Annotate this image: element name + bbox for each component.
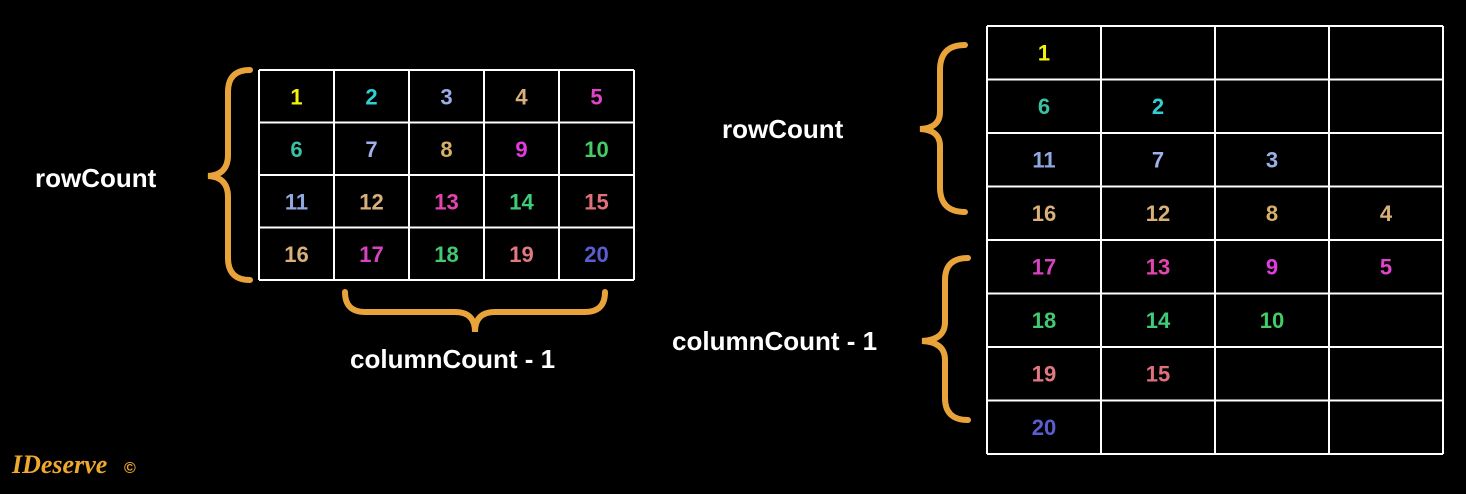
right-cell-number: 2 [1152,94,1164,119]
left-matrix-grid [258,69,635,281]
right-cell-number: 15 [1146,362,1170,387]
right-cell-number: 13 [1146,255,1170,280]
right-cell-number: 4 [1380,201,1393,226]
logo-text: IDeserve [11,450,107,479]
right-cell-number: 6 [1038,94,1050,119]
left-row-label: rowCount [35,163,157,193]
right-cell-number: 1 [1038,41,1050,66]
left-cell-number: 1 [290,85,302,110]
left-cell-number: 10 [584,137,608,162]
right-cell-number: 7 [1152,148,1164,173]
right-cell-number: 3 [1266,148,1278,173]
left-cell-number: 11 [285,190,308,215]
ideserve-logo: IDeserve © [11,450,136,479]
right-row-brace [919,42,968,215]
copyright-mark: © [124,460,136,477]
left-column-label: columnCount - 1 [350,344,555,374]
right-cell-number: 16 [1032,201,1056,226]
left-cell-number: 15 [584,190,608,215]
right-row-label: rowCount [722,114,844,144]
right-cell-number: 5 [1380,255,1392,280]
left-cell-number: 12 [359,190,383,215]
left-column-brace [342,289,608,333]
right-column-label: columnCount - 1 [672,326,877,356]
left-cell-number: 8 [440,137,452,162]
left-row-brace [207,67,253,283]
left-cell-number: 6 [290,137,302,162]
left-cell-number: 7 [365,137,377,162]
right-cell-number: 19 [1032,362,1056,387]
right-column-brace [921,255,971,423]
left-cell-number: 5 [590,85,602,110]
left-cell-number: 20 [584,242,608,267]
left-cell-number: 14 [509,190,534,215]
left-cell-number: 9 [515,137,527,162]
left-cell-number: 16 [284,242,308,267]
right-matrix-grid [986,25,1444,455]
left-cell-number: 18 [434,242,458,267]
right-cell-number: 20 [1032,415,1056,440]
left-cell-number: 3 [440,85,452,110]
right-cell-number: 9 [1266,255,1278,280]
left-cell-number: 2 [365,85,377,110]
left-cell-number: 13 [434,190,458,215]
right-cell-number: 8 [1266,201,1278,226]
left-cell-number: 17 [359,242,383,267]
left-cell-number: 4 [515,85,528,110]
right-cell-number: 12 [1146,201,1170,226]
right-cell-number: 11 [1032,148,1055,173]
right-cell-number: 18 [1032,308,1056,333]
right-cell-number: 14 [1146,308,1171,333]
right-cell-number: 10 [1260,308,1284,333]
right-cell-number: 17 [1032,255,1056,280]
left-cell-number: 19 [509,242,533,267]
